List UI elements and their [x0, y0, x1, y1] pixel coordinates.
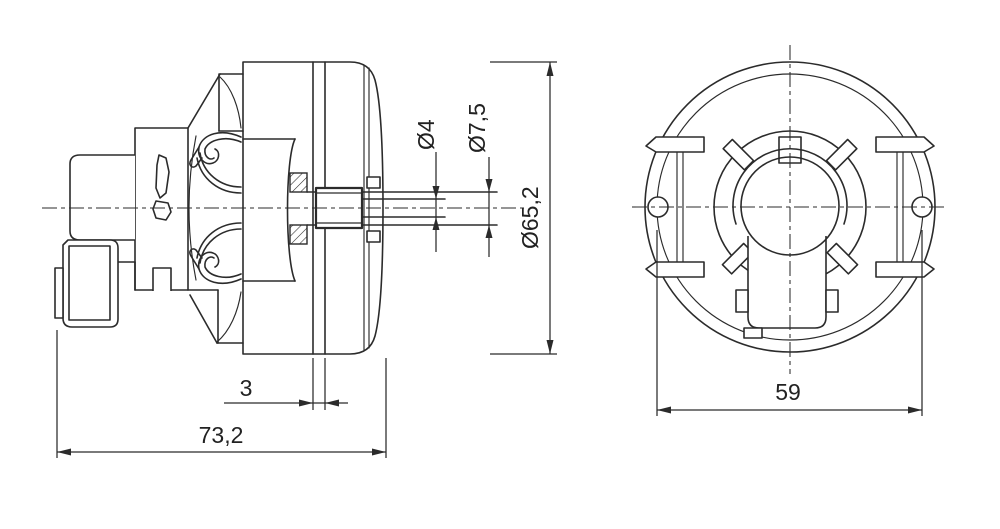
- dim-label-shaft-tip-diameter: Ø4: [413, 119, 439, 150]
- block-bottom-notch: [152, 267, 172, 291]
- cable-foot-left: [735, 289, 749, 313]
- dimension-flange-width: 3: [224, 358, 348, 410]
- dimension-overall-length: 73,2: [56, 330, 387, 458]
- side-view: [42, 61, 525, 355]
- retaining-clip-top: [189, 131, 242, 194]
- connector-housing: [69, 154, 135, 241]
- dim-label-shaft-diameter: Ø7,5: [464, 103, 490, 153]
- terminal-lever: [155, 154, 170, 199]
- dim-label-flange-width: 3: [240, 375, 253, 401]
- shaft-boss-hatch-top: [289, 172, 308, 193]
- front-clip-right: [875, 136, 935, 278]
- endcap-tab-top: [366, 176, 381, 189]
- dim-label-body-diameter: Ø65,2: [517, 186, 543, 249]
- dimension-body-diameter: Ø65,2: [490, 61, 557, 355]
- dim-label-hole-spacing: 59: [775, 379, 801, 405]
- retaining-clip-bottom: [189, 222, 242, 285]
- shaft-boss-hatch-bottom: [289, 224, 308, 245]
- cable-foot-right: [825, 289, 839, 313]
- cable-bottom-tab: [743, 327, 763, 339]
- dimension-hole-spacing: 59: [656, 230, 923, 416]
- dimensions: Ø4 Ø7,5 Ø65,2 3: [56, 61, 923, 458]
- front-view: [632, 45, 948, 374]
- plug-inner: [68, 245, 111, 321]
- endcap-tab-bottom: [366, 230, 381, 243]
- plug-end-cap: [54, 267, 64, 319]
- cable-exit-body: [747, 236, 827, 329]
- socket-lugs: [721, 138, 859, 275]
- dimension-shaft-tip-diameter: Ø4: [413, 119, 440, 252]
- terminal-hook: [152, 200, 172, 221]
- stator-section: [242, 138, 296, 282]
- dimension-shaft-diameter: Ø7,5: [464, 103, 493, 257]
- dim-label-overall-length: 73,2: [199, 422, 244, 448]
- front-clip-left: [645, 136, 705, 278]
